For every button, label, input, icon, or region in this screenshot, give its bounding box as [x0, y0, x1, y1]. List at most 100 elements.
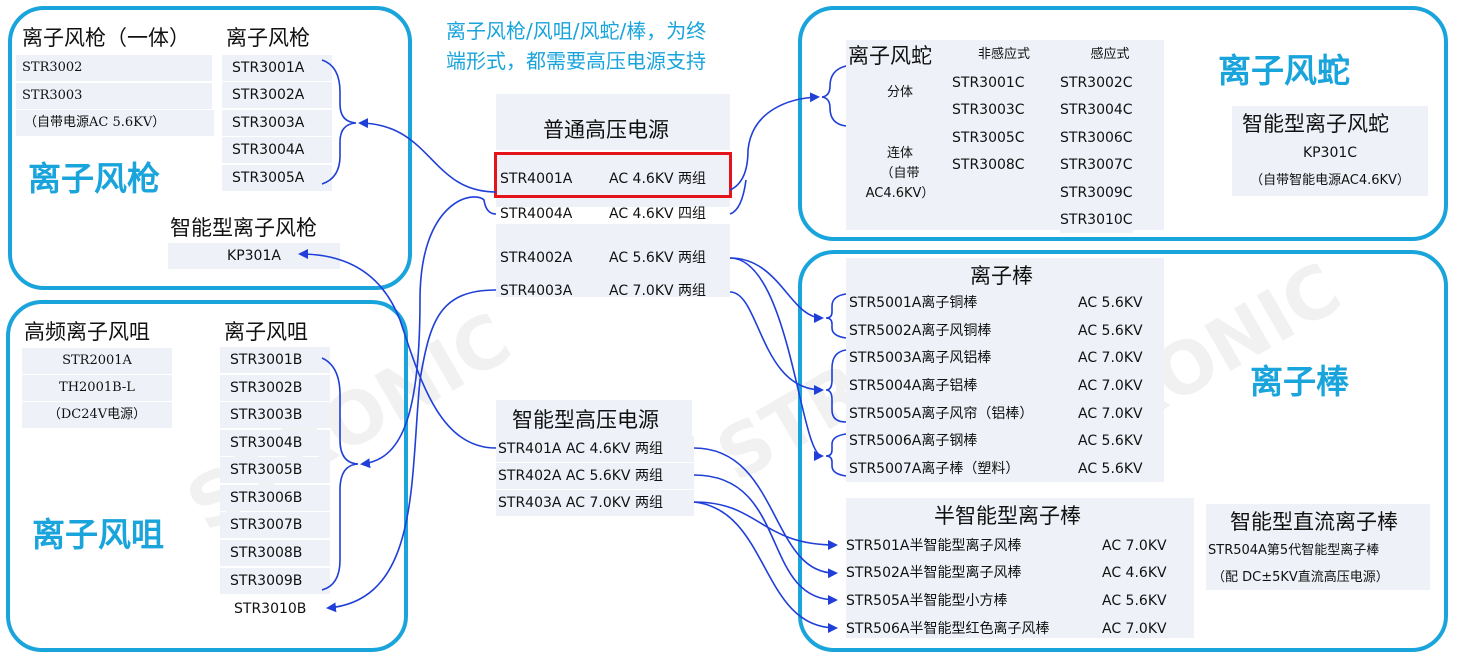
link-403-semi1 — [693, 501, 838, 550]
note-line-2: 端形式，都需要高压电源支持 — [446, 49, 706, 73]
regular-supply-row — [496, 153, 730, 207]
smart-supply-row: STR403A AC 7.0KV 两组 — [496, 490, 694, 516]
bar-name: STR5002A离子风铜棒 — [849, 318, 992, 344]
bar-name: STR5001A离子铜棒 — [849, 290, 978, 316]
link-4003-bar2 — [729, 291, 824, 395]
bar-spec: AC 7.0KV — [1078, 373, 1143, 399]
nozzle-item: STR3003B — [220, 402, 330, 428]
ion-gun-panel — [8, 6, 412, 290]
dc-bar-header: 智能型直流离子棒 — [1230, 510, 1398, 534]
semi-bar-name: STR505A半智能型小方棒 — [846, 593, 1008, 609]
nozzle-item: STR3001B — [220, 347, 330, 373]
nozzle-item: STR3006B — [220, 485, 330, 511]
smart-snake-header: 智能型离子风蛇 — [1242, 112, 1389, 136]
supply-spec: AC 4.6KV 两组 — [609, 171, 707, 187]
snake-connected-label: （自带 — [860, 164, 940, 184]
bar-spec: AC 5.6KV — [1078, 428, 1143, 454]
bar-name: STR5003A离子风铝棒 — [849, 345, 992, 371]
link-402-semi — [693, 474, 838, 605]
semi-bar-bg — [846, 498, 1194, 638]
snake-col-inductive: 感应式 — [1060, 42, 1160, 68]
smart-gun-item: KP301A — [168, 243, 340, 269]
gun-item: STR3003A — [222, 110, 332, 136]
supply-model: STR4004A — [500, 206, 573, 222]
highlight-box — [494, 152, 732, 198]
hf-nozzle-item: STR2001A — [22, 348, 172, 374]
hf-nozzle-header: 高频离子风咀 — [24, 320, 150, 344]
snake-header: 离子风蛇 — [848, 44, 932, 68]
integrated-note: （自带电源AC 5.6KV） — [16, 110, 214, 136]
nozzle-item: STR3010B — [234, 601, 307, 617]
snake-noninductive-item: STR3001C — [952, 70, 1025, 96]
link-401-gun — [298, 249, 497, 449]
link-4004-snake — [729, 179, 747, 215]
smart-snake-note: （自带智能电源AC4.6KV） — [1250, 173, 1410, 188]
bar-name: STR5006A离子钢棒 — [849, 428, 978, 454]
supply-model: STR4003A — [500, 283, 573, 299]
link-403-semi2 — [693, 501, 838, 633]
nozzle-item: STR3008B — [220, 540, 330, 566]
semi-bar-spec: AC 7.0KV — [1102, 621, 1167, 637]
supply-model: STR4001A — [500, 171, 573, 187]
nozzle-header: 离子风咀 — [224, 320, 308, 344]
semi-bar-name: STR502A半智能型离子风棒 — [846, 565, 1022, 581]
ion-bar-panel — [798, 250, 1448, 652]
snake-split-label: 分体 — [870, 80, 930, 106]
semi-bar-spec: AC 7.0KV — [1102, 538, 1167, 554]
dc-bar-bg — [1206, 504, 1430, 590]
snake-inductive-item: STR3007C — [1060, 152, 1133, 178]
bar-spec: AC 7.0KV — [1078, 345, 1143, 371]
link-4004-nozzle — [360, 196, 497, 469]
bar-name: STR5007A离子棒（塑料） — [849, 456, 1020, 482]
bar-name: STR5004A离子铝棒 — [849, 373, 978, 399]
link-4002-bar1 — [729, 257, 824, 323]
gun-item: STR3001A — [222, 55, 332, 81]
bar-spec: AC 7.0KV — [1078, 401, 1143, 427]
bar-brace-1 — [825, 293, 847, 339]
ion-snake-big-label: 离子风蛇 — [1218, 51, 1350, 90]
hf-nozzle-note: （DC24V电源） — [22, 402, 172, 428]
bar-spec: AC 5.6KV — [1078, 318, 1143, 344]
snake-inductive-item: STR3004C — [1060, 97, 1133, 123]
bar-name: STR5005A离子风帘（铝棒） — [849, 401, 1034, 427]
gun-item: STR3002A — [222, 82, 332, 108]
semi-bar-name: STR501A半智能型离子风棒 — [846, 538, 1022, 554]
bar-spec: AC 5.6KV — [1078, 290, 1143, 316]
smart-gun-header: 智能型离子风枪 — [170, 216, 317, 240]
dc-bar-note: （配 DC±5KV直流高压电源） — [1212, 570, 1389, 585]
smart-supply-row: STR402A AC 5.6KV 两组 — [496, 463, 694, 489]
gun-brace — [321, 59, 357, 185]
supply-spec: AC 5.6KV 两组 — [609, 250, 707, 266]
smart-supply-title: 智能型高压电源 — [512, 408, 659, 432]
semi-bar-name: STR506A半智能型红色离子风棒 — [846, 621, 1050, 637]
link-4002-bar3 — [729, 257, 824, 461]
snake-inductive-item: STR3010C — [1060, 207, 1133, 233]
snake-noninductive-item: STR3005C — [952, 125, 1025, 151]
snake-connected-label: AC4.6KV） — [852, 184, 948, 204]
snake-brace — [821, 65, 847, 127]
nozzle-item: STR3005B — [220, 457, 330, 483]
snake-inductive-item: STR3006C — [1060, 125, 1133, 151]
supply-spec: AC 4.6KV 四组 — [609, 206, 707, 222]
gun-header: 离子风枪 — [226, 26, 310, 50]
nozzle-item: STR3002B — [220, 375, 330, 401]
ion-snake-panel — [798, 6, 1448, 241]
snake-noninductive-item: STR3008C — [952, 152, 1025, 178]
snake-noninductive-item: STR3003C — [952, 97, 1025, 123]
integrated-gun-header: 离子风枪（一体） — [22, 26, 190, 50]
ion-gun-big-label: 离子风枪 — [28, 159, 160, 198]
snake-connected-label: 连体 — [860, 144, 940, 164]
integrated-item: STR3002 — [16, 55, 212, 81]
link-4001-snake — [729, 92, 820, 191]
bar-brace-3 — [825, 433, 847, 477]
bar-spec: AC 5.6KV — [1078, 456, 1143, 482]
semi-bar-header: 半智能型离子棒 — [934, 504, 1081, 528]
gun-item: STR3005A — [222, 165, 332, 191]
supply-spec: AC 7.0KV 两组 — [609, 283, 707, 299]
nozzle-item: STR3007B — [220, 512, 330, 538]
regular-supply-title-bg — [496, 94, 730, 150]
ion-nozzle-panel — [6, 300, 408, 652]
nozzle-item: STR3004B — [220, 430, 330, 456]
semi-bar-spec: AC 5.6KV — [1102, 593, 1167, 609]
